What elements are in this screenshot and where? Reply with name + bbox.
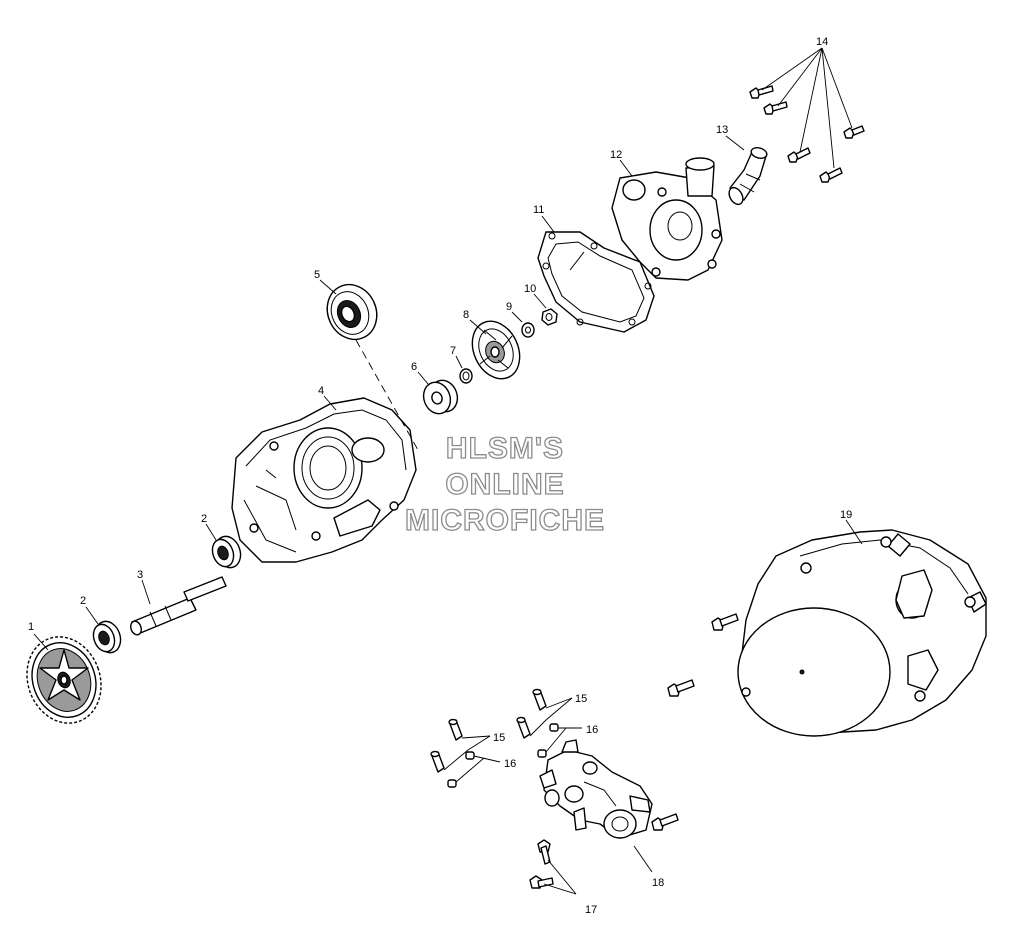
callout-16-left: 16 xyxy=(504,758,516,770)
part-12-pump-cover xyxy=(611,157,723,281)
callout-9: 9 xyxy=(506,301,512,313)
part-19-engine-cover xyxy=(737,529,987,737)
watermark-line-2: ONLINE xyxy=(445,468,564,501)
callout-18: 18 xyxy=(652,877,664,889)
part-16-cap-right-a xyxy=(549,723,559,732)
watermark: HLSM'S ONLINE MICROFICHE xyxy=(404,431,605,537)
part-9-washer xyxy=(521,322,535,338)
callout-15-right: 15 xyxy=(575,693,587,705)
callout-11: 11 xyxy=(533,204,544,216)
bolt-14-a xyxy=(749,85,774,99)
part-14-bolts xyxy=(749,85,865,183)
callout-17: 17 xyxy=(585,904,597,916)
part-13-elbow-hose xyxy=(728,147,768,206)
part-10-nut xyxy=(541,308,558,326)
callout-6: 6 xyxy=(411,361,417,373)
cover-bolt-upper xyxy=(711,613,739,631)
part-17-bolt-a xyxy=(537,839,551,865)
part-16-cap-left-a xyxy=(465,751,475,760)
part-1-gear xyxy=(26,636,102,724)
part-2-bearing-upper xyxy=(211,535,242,569)
bolt-14-d xyxy=(819,167,843,183)
part-7-ring xyxy=(459,368,473,384)
part-18-oil-pump xyxy=(539,739,653,839)
watermark-line-1: HLSM'S xyxy=(446,432,564,465)
callout-12: 12 xyxy=(610,149,622,161)
callout-5: 5 xyxy=(314,269,320,281)
callout-14: 14 xyxy=(816,36,828,48)
callout-8: 8 xyxy=(463,309,469,321)
part-11-gasket xyxy=(537,231,655,333)
callout-2-lower: 2 xyxy=(80,595,86,607)
part-15-dowel-left-b xyxy=(430,750,445,773)
callout-19: 19 xyxy=(840,509,852,521)
part-5-seal xyxy=(326,283,378,341)
part-8-impeller xyxy=(471,320,521,380)
part-15-dowel-right-a xyxy=(532,688,547,711)
callout-4: 4 xyxy=(318,385,324,397)
leader-lines xyxy=(33,47,863,895)
part-16-cap-right-b xyxy=(537,749,547,758)
part-2-bearing-lower xyxy=(92,620,122,654)
callout-16-right: 16 xyxy=(586,724,598,736)
pump-side-bolt xyxy=(651,813,679,831)
callout-10: 10 xyxy=(524,283,536,295)
callout-7: 7 xyxy=(450,345,456,357)
bolt-14-b xyxy=(763,101,788,115)
callout-2-upper: 2 xyxy=(201,513,207,525)
callout-1: 1 xyxy=(28,621,34,633)
part-17-bolt-b xyxy=(529,875,554,889)
callout-labels: 1 2 2 3 4 5 6 7 8 9 10 11 12 13 14 15 16… xyxy=(28,36,852,916)
part-3-shaft xyxy=(130,576,227,636)
callout-3: 3 xyxy=(137,569,143,581)
part-15-dowel-right-b xyxy=(516,716,531,739)
part-6-bushing xyxy=(422,379,459,415)
part-15-dowel-left-a xyxy=(448,718,463,741)
bolt-14-c xyxy=(787,147,811,163)
callout-15-left: 15 xyxy=(493,732,505,744)
part-4-housing xyxy=(231,397,417,563)
watermark-line-3: MICROFICHE xyxy=(405,504,605,537)
callout-13: 13 xyxy=(716,124,728,136)
part-16-cap-left-b xyxy=(447,779,457,788)
cover-bolt-lower xyxy=(667,679,695,697)
bolt-14-e xyxy=(843,125,865,139)
